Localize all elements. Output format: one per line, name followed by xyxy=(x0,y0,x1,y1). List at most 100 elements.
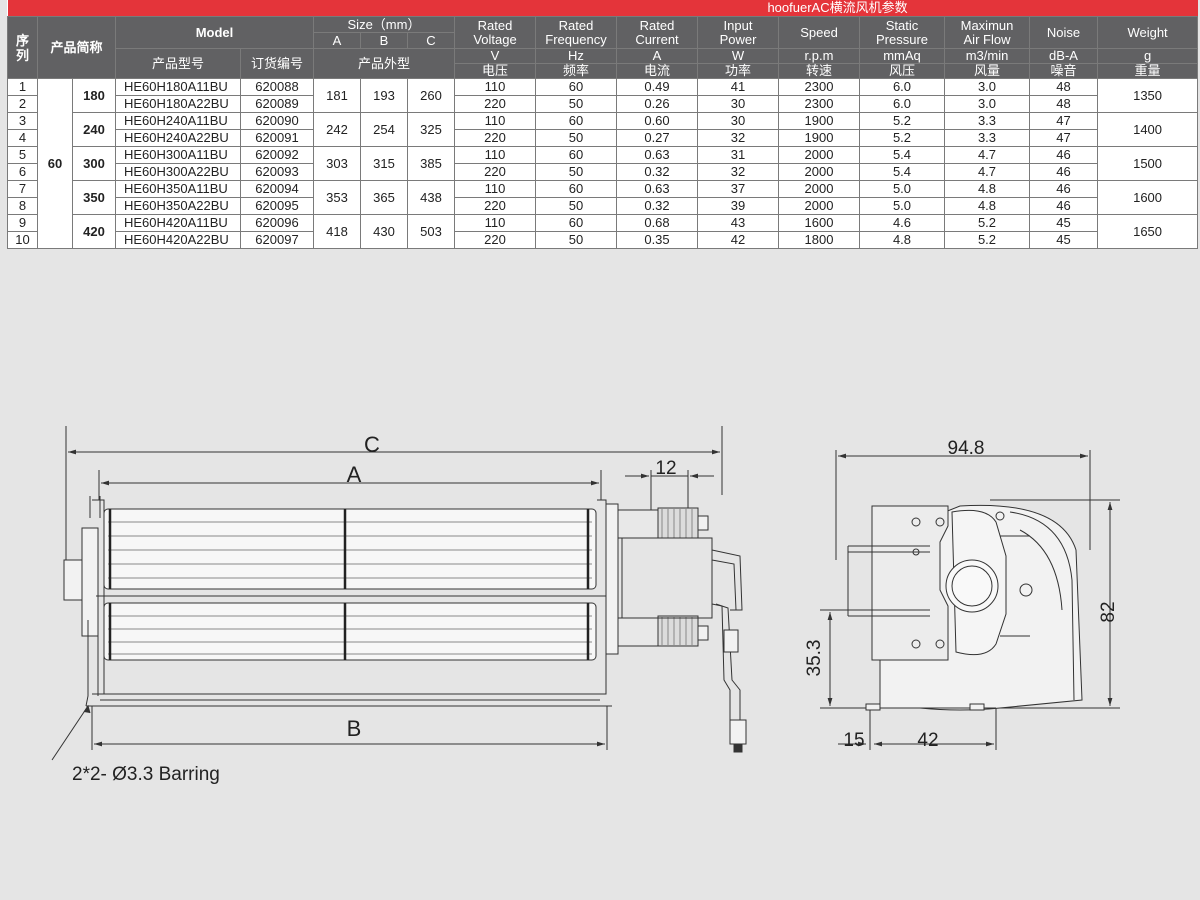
hole-leader xyxy=(51,705,89,761)
cell-frequency: 50 xyxy=(535,231,617,249)
cell-noise: 46 xyxy=(1029,180,1098,198)
cell-seq: 7 xyxy=(7,180,38,198)
cell-model: HE60H350A11BU xyxy=(115,180,241,198)
cell-air-flow: 3.3 xyxy=(944,112,1030,130)
cell-order-no: 620088 xyxy=(240,78,314,96)
cell-voltage: 220 xyxy=(454,129,536,147)
cell-pressure: 5.0 xyxy=(859,180,945,198)
cell-frequency: 60 xyxy=(535,146,617,164)
cell-order-no: 620092 xyxy=(240,146,314,164)
cell-model: HE60H240A11BU xyxy=(115,112,241,130)
cell-power: 39 xyxy=(697,197,779,215)
cell-speed: 1600 xyxy=(778,214,860,232)
header-size-a: A xyxy=(313,32,361,49)
header-max-air-flow: Maximun Air Flow xyxy=(944,16,1030,49)
cell-noise: 46 xyxy=(1029,146,1098,164)
header-size-c: C xyxy=(407,32,455,49)
lead-wires xyxy=(711,603,747,753)
cell-noise: 48 xyxy=(1029,95,1098,113)
cell-power: 32 xyxy=(697,129,779,147)
cell-noise: 47 xyxy=(1029,129,1098,147)
cell-voltage: 110 xyxy=(454,214,536,232)
cell-model: HE60H350A22BU xyxy=(115,197,241,215)
header-speed: Speed xyxy=(778,16,860,49)
cell-size-c: 385 xyxy=(407,146,455,181)
cell-weight: 1650 xyxy=(1096,214,1199,249)
cell-pressure: 4.8 xyxy=(859,231,945,249)
cell-speed: 2000 xyxy=(778,180,860,198)
cell-pressure: 5.4 xyxy=(859,163,945,181)
hub-inner xyxy=(951,565,993,607)
header-size: Size（mm） xyxy=(313,16,455,33)
cell-air-flow: 5.2 xyxy=(944,231,1030,249)
header-noise: Noise xyxy=(1029,16,1098,49)
cell-speed: 2000 xyxy=(778,163,860,181)
cell-seq: 9 xyxy=(7,214,38,232)
label-82: 82 xyxy=(1098,601,1119,622)
cell-product-short: 420 xyxy=(72,214,116,249)
header-size-b: B xyxy=(360,32,408,49)
cell-order-no: 620097 xyxy=(240,231,314,249)
cell-speed: 2000 xyxy=(778,197,860,215)
motor xyxy=(605,503,743,655)
label-35-3: 35.3 xyxy=(804,640,825,677)
cell-size-a: 353 xyxy=(313,180,361,215)
label-a: A xyxy=(347,462,362,487)
cell-order-no: 620091 xyxy=(240,129,314,147)
cell-size-b: 365 xyxy=(360,180,408,215)
cell-size-c: 503 xyxy=(407,214,455,249)
cell-pressure: 6.0 xyxy=(859,78,945,96)
header-weight: Weight xyxy=(1096,16,1199,49)
cell-model: HE60H300A22BU xyxy=(115,163,241,181)
cell-voltage: 110 xyxy=(454,78,536,96)
cell-current: 0.49 xyxy=(616,78,698,96)
cell-noise: 45 xyxy=(1029,214,1098,232)
label-94-8: 94.8 xyxy=(948,438,985,459)
cell-seq: 2 xyxy=(7,95,38,113)
label-15: 15 xyxy=(843,730,864,751)
label-42: 42 xyxy=(917,730,938,751)
cell-size-a: 303 xyxy=(313,146,361,181)
cell-pressure: 4.6 xyxy=(859,214,945,232)
cell-current: 0.63 xyxy=(616,180,698,198)
cell-seq: 5 xyxy=(7,146,38,164)
cell-air-flow: 4.7 xyxy=(944,146,1030,164)
cell-model: HE60H180A11BU xyxy=(115,78,241,96)
cell-air-flow: 4.8 xyxy=(944,180,1030,198)
cell-weight: 1500 xyxy=(1096,146,1199,181)
header-input-power: Input Power xyxy=(697,16,779,49)
cell-weight: 1400 xyxy=(1096,112,1199,147)
cell-voltage: 220 xyxy=(454,163,536,181)
cell-size-a: 181 xyxy=(313,78,361,113)
cell-size-b: 430 xyxy=(360,214,408,249)
cell-power: 30 xyxy=(697,112,779,130)
cell-pressure: 5.2 xyxy=(859,112,945,130)
cell-seq: 8 xyxy=(7,197,38,215)
cell-order-no: 620093 xyxy=(240,163,314,181)
cell-seq: 10 xyxy=(7,231,38,249)
cell-model: HE60H300A11BU xyxy=(115,146,241,164)
cell-power: 31 xyxy=(697,146,779,164)
cell-voltage: 220 xyxy=(454,231,536,249)
cell-product-short: 300 xyxy=(72,146,116,181)
cell-power: 37 xyxy=(697,180,779,198)
cell-power: 30 xyxy=(697,95,779,113)
cell-current: 0.68 xyxy=(616,214,698,232)
cell-pressure: 6.0 xyxy=(859,95,945,113)
cell-current: 0.35 xyxy=(616,231,698,249)
header-rated-voltage: Rated Voltage xyxy=(454,16,536,49)
cell-frequency: 60 xyxy=(535,78,617,96)
hole-note: 2*2- Ø3.3 Barring xyxy=(72,764,220,785)
cell-current: 0.26 xyxy=(616,95,698,113)
